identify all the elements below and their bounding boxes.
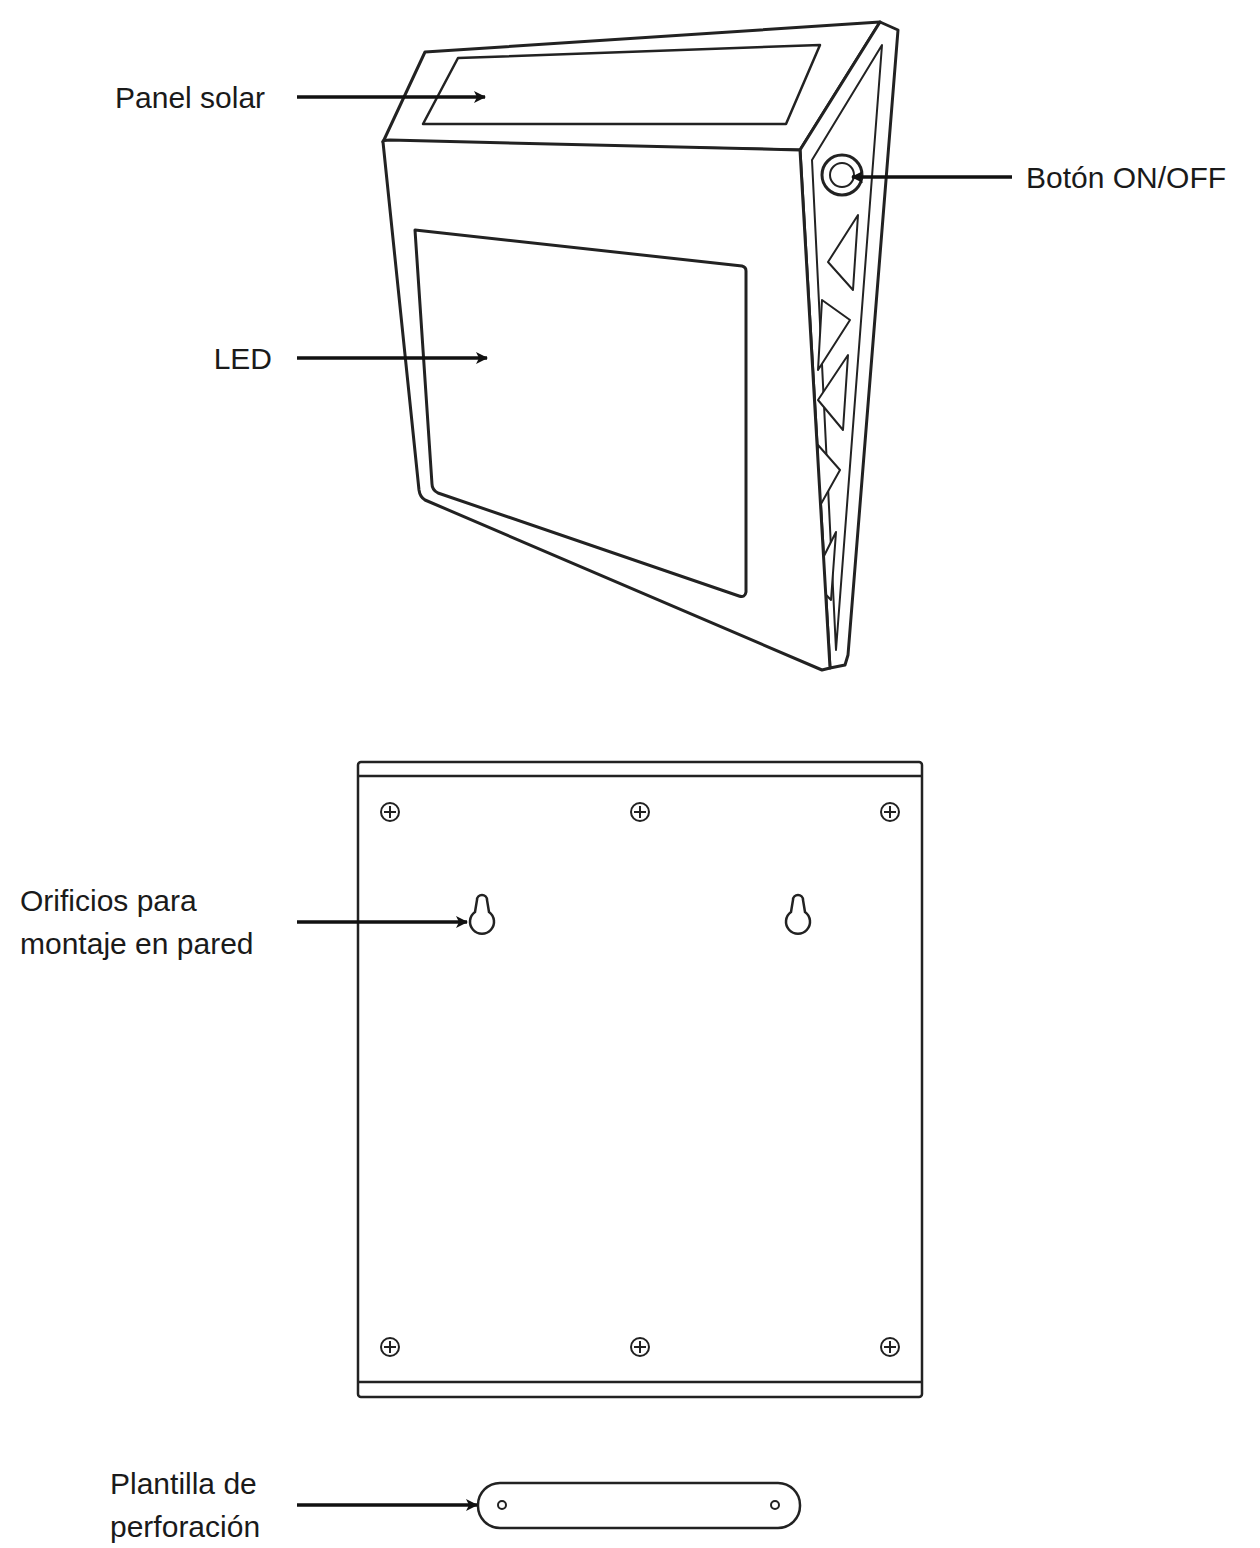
screw-holes: [381, 803, 899, 1356]
back-plate: [358, 762, 922, 1397]
top-face: [383, 22, 880, 150]
keyhole-slots: [470, 895, 810, 934]
part-label: Botón ON/OFF: [1026, 156, 1254, 199]
button-cap: [830, 163, 854, 187]
drilling-template: [478, 1483, 800, 1528]
part-label: Panel solar: [115, 76, 290, 119]
solar-panel: [423, 45, 820, 124]
leader-arrows: [297, 97, 1012, 1505]
part-label: Orificios para montaje en pared: [20, 879, 292, 965]
part-label: Plantilla de perforación: [110, 1462, 290, 1548]
front-face: [383, 140, 830, 670]
led-window: [415, 230, 746, 597]
on-off-button: [822, 155, 862, 195]
part-label: LED: [152, 337, 272, 380]
solar-lamp: [383, 22, 898, 670]
